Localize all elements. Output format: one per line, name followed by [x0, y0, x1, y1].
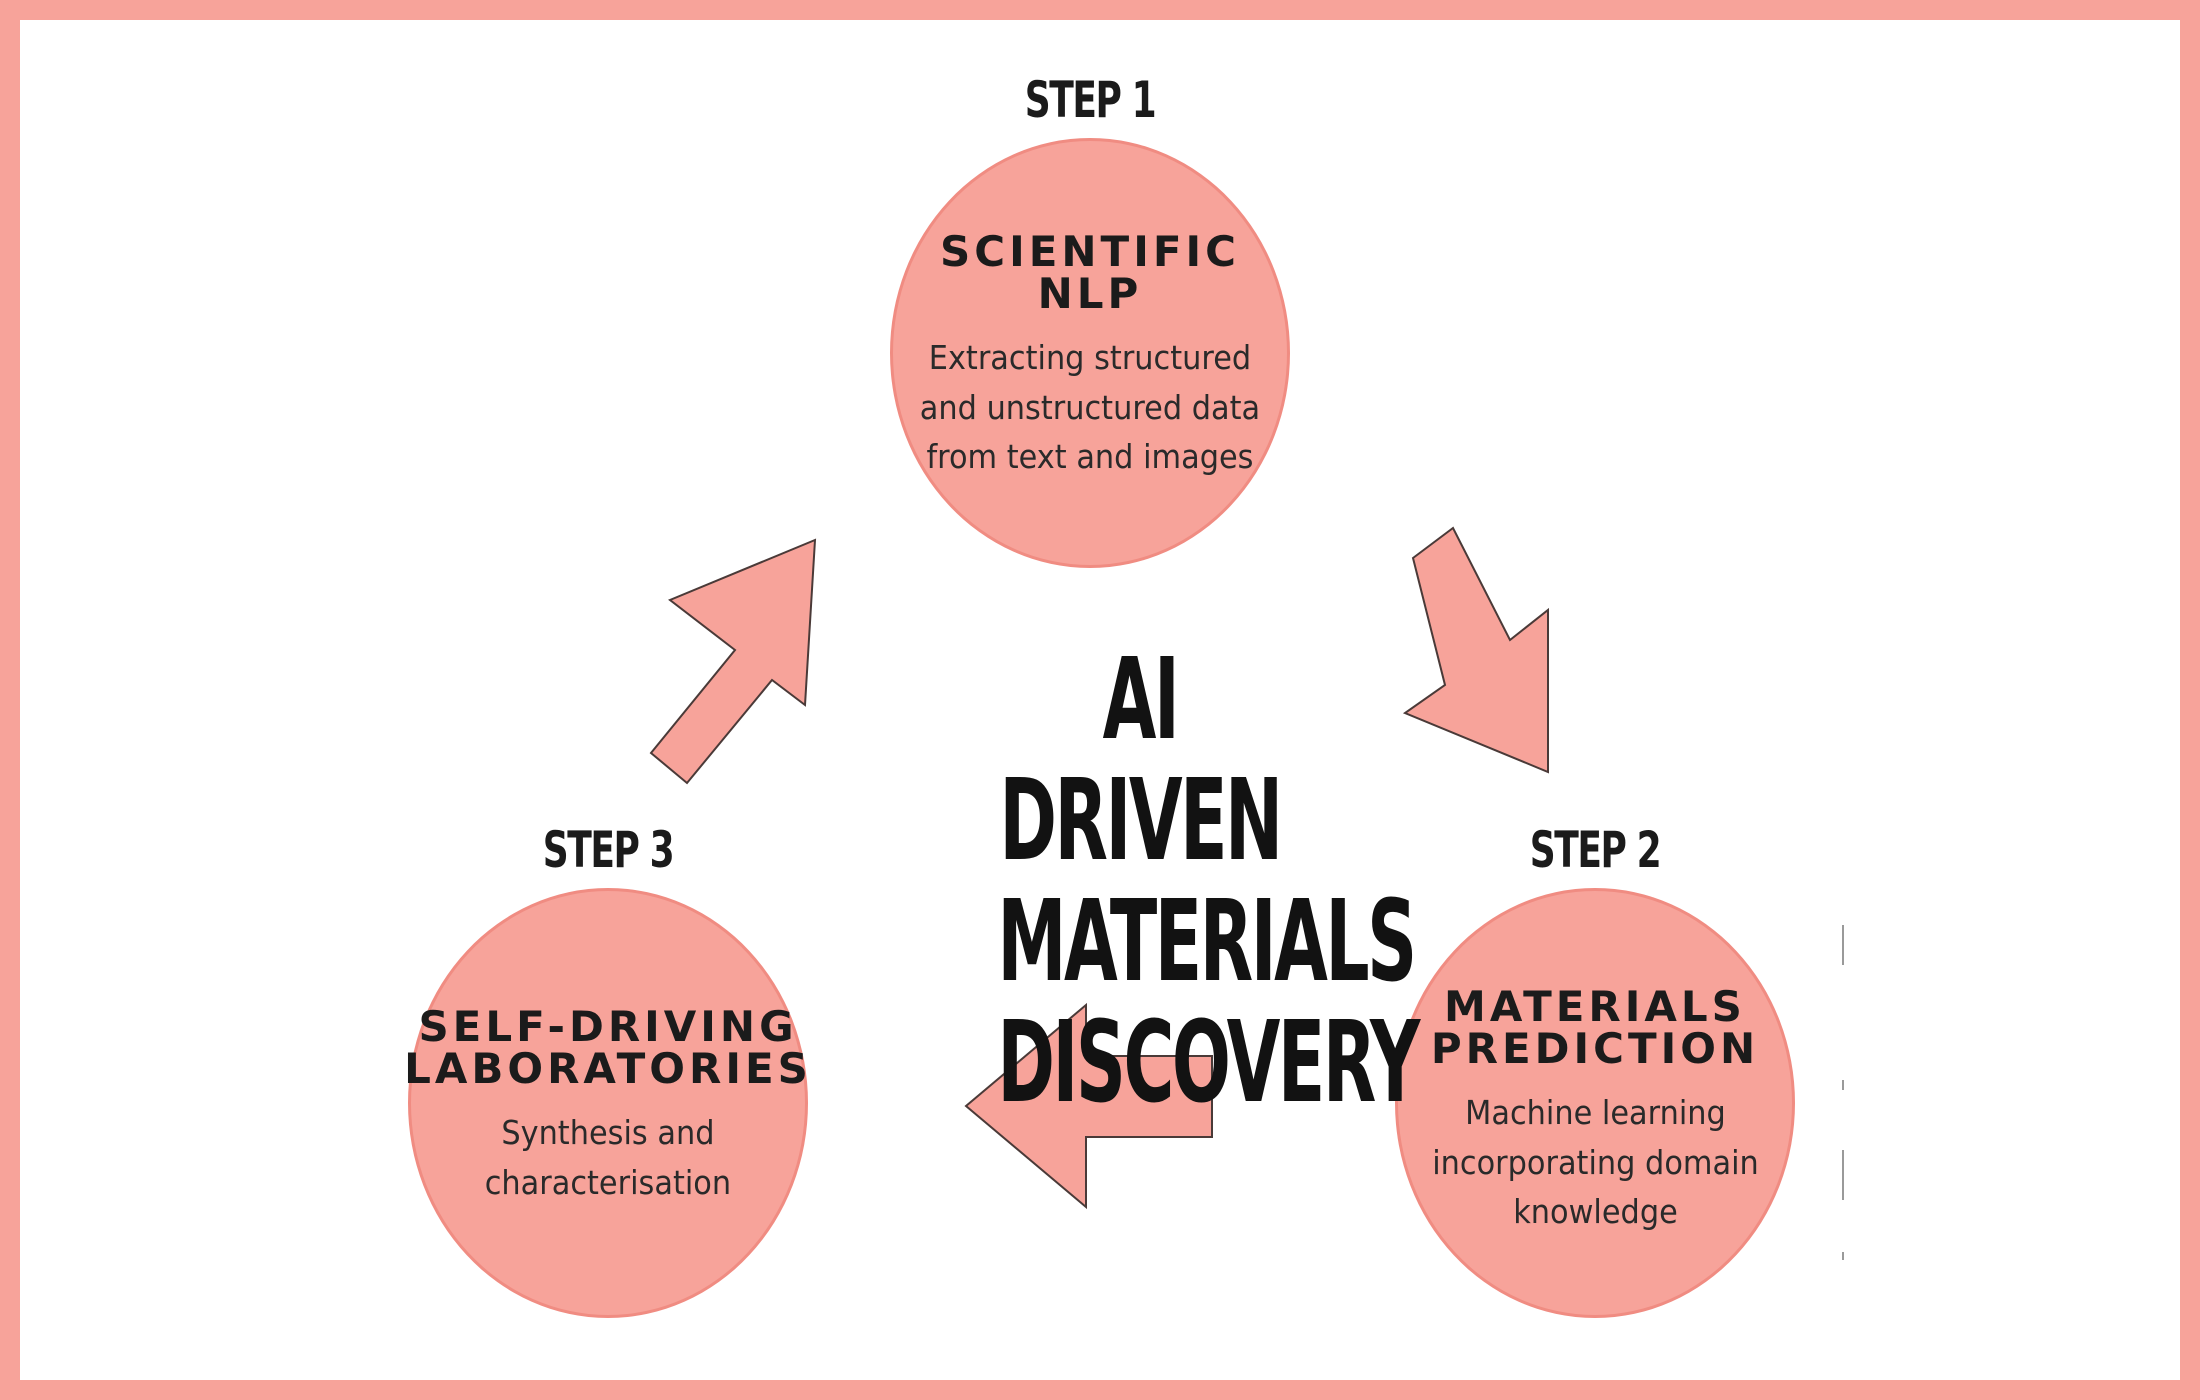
- edge-artifact: [1842, 1080, 1844, 1090]
- arrow-step3-to-step1: [649, 538, 817, 785]
- step3-description: Synthesis and characterisation: [484, 1113, 732, 1202]
- step1-title: SCIENTIFIC NLP: [940, 227, 1240, 318]
- center-title: AI DRIVEN MATERIALS DISCOVERY: [997, 635, 1420, 1128]
- step2-title: MATERIALS PREDICTION: [1430, 982, 1760, 1073]
- edge-artifact: [1842, 1252, 1844, 1260]
- cycle-arrows: [649, 526, 1549, 1210]
- arrow-step2-to-step3: [964, 1002, 1213, 1210]
- diagram-canvas: STEP 1 SCIENTIFIC NLP Extracting structu…: [20, 20, 2180, 1380]
- edge-artifact: [1842, 1150, 1844, 1200]
- step1-circle: SCIENTIFIC NLP Extracting structured and…: [890, 138, 1290, 568]
- step1-description: Extracting structured and unstructured d…: [919, 338, 1261, 476]
- step2-description: Machine learning incorporating domain kn…: [1431, 1093, 1759, 1231]
- step3-title: SELF-DRIVING LABORATORIES: [404, 1002, 812, 1093]
- arrow-step1-to-step2: [1402, 526, 1549, 774]
- step3-label: STEP 3: [542, 821, 675, 879]
- edge-artifact: [1842, 925, 1844, 965]
- step3-circle: SELF-DRIVING LABORATORIES Synthesis and …: [404, 888, 808, 1318]
- step1-label: STEP 1: [1024, 71, 1157, 129]
- step2-circle: MATERIALS PREDICTION Machine learning in…: [1395, 888, 1795, 1318]
- step2-label: STEP 2: [1529, 821, 1662, 879]
